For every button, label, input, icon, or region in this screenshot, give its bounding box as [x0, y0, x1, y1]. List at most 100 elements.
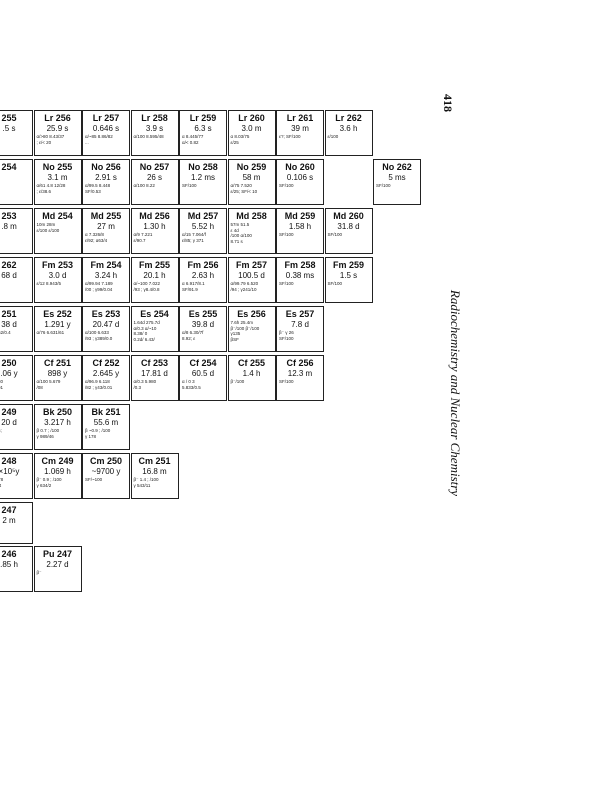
- nuclide-symbol: Fm 257: [235, 260, 268, 270]
- decay-data: β⁻/100: [230, 379, 245, 384]
- half-life: 2 m: [2, 516, 16, 525]
- half-life: 58 m: [242, 173, 261, 182]
- decay-data: α/15 7.064/f ε/85; γ 371: [182, 232, 206, 243]
- half-life: ×10⁵y: [0, 467, 20, 476]
- decay-data: SF/100: [279, 281, 294, 286]
- half-life: 55.6 m: [93, 418, 119, 427]
- half-life: 5 ms: [388, 173, 406, 182]
- decay-data: α/9 7.221 ε/90.7: [133, 232, 153, 243]
- half-life: 26 s: [146, 173, 163, 182]
- decay-data: SF/100: [182, 183, 197, 188]
- half-life: 39.8 d: [191, 320, 215, 329]
- half-life: 100.5 d: [238, 271, 265, 280]
- half-life: 68 d: [1, 271, 17, 280]
- nuclide-cell: 246.85 h/100: [0, 546, 33, 592]
- decay-data: β⁻ 0.9 ; /100 γ 634/2: [36, 477, 62, 488]
- nuclide-symbol: Fm 255: [138, 260, 171, 270]
- decay-data: SF/100: [327, 232, 343, 237]
- nuclide-cell: 250.06 y2 6.030 40/0.01: [0, 355, 33, 401]
- nuclide-symbol: 251: [1, 309, 17, 319]
- decay-data: 7.6h 25.4m β⁻/100 β⁻/100 γ135 βSF: [230, 320, 260, 342]
- nuclide-symbol: Es 252: [43, 309, 72, 319]
- decay-data: 1.64d 275.7d α/0.3 α/~10 8.38/ 0 0.2d/ 6…: [133, 320, 160, 342]
- decay-data: α/>80 8.43/37 ; ε/< 20: [36, 134, 65, 145]
- nuclide-symbol: Lr 257: [92, 113, 120, 123]
- half-life: 31.8 d: [337, 222, 360, 231]
- nuclide-symbol: No 258: [188, 162, 218, 172]
- decay-data: α / 0 3 5.833/0.5: [182, 379, 201, 390]
- decay-data: α 8.03/75 ε/25: [230, 134, 250, 145]
- nuclide-symbol: Cm 250: [89, 456, 123, 466]
- half-life: 898 y: [47, 369, 68, 378]
- nuclide-symbol: Es 256: [237, 309, 266, 319]
- half-life: 3.24 h: [94, 271, 118, 280]
- nuclide-symbol: Lr 256: [44, 113, 71, 123]
- decay-data: ε/12 8.943/5: [36, 281, 62, 286]
- half-life: 20 d: [1, 418, 17, 427]
- half-life: 2.91 s: [95, 173, 117, 182]
- nuclide-symbol: 262: [1, 260, 17, 270]
- nuclide-symbol: Cf 251: [43, 358, 71, 368]
- decay-data: SF/100: [279, 183, 294, 188]
- nuclide-symbol: 246: [1, 549, 17, 559]
- nuclide-symbol: 255: [1, 113, 17, 123]
- half-life: 2.63 h: [191, 271, 215, 280]
- half-life: 3.217 h: [44, 418, 71, 427]
- decay-data: α/~100 7.022 /93 ; γ8.4/0.8: [133, 281, 161, 292]
- nuclide-symbol: Bk 251: [91, 407, 121, 417]
- nuclide-symbol: 249: [1, 407, 17, 417]
- decay-data: ε/100: [327, 134, 339, 139]
- nuclide-cell: 25455 s 8.10 ε,SF: [0, 159, 33, 205]
- decay-data: α/61 4.8 12/28 ; ε/38.6: [36, 183, 66, 194]
- nuclide-symbol: Cf 256: [286, 358, 314, 368]
- half-life: 0.106 s: [286, 173, 314, 182]
- decay-data: α/99.5 8.448 SF/0.53: [85, 183, 111, 194]
- nuclide-symbol: No 255: [42, 162, 73, 172]
- nuclide-symbol: Fm 254: [90, 260, 122, 270]
- decay-data: β⁻ γ 26 SF/100: [279, 330, 294, 341]
- nuclide-symbol: Bk 250: [42, 407, 73, 417]
- decay-data: SF/100: [376, 183, 391, 188]
- nuclide-symbol: Es 255: [188, 309, 218, 319]
- half-life: 38 d: [1, 320, 17, 329]
- nuclide-symbol: 253: [1, 211, 17, 221]
- decay-data: /100: [0, 570, 32, 576]
- decay-data: α/75 7.520 ε/25; SF/< 10: [230, 183, 258, 194]
- decay-data: 2 6.030 40/0.01: [0, 379, 4, 390]
- nuclide-cell: 248×10⁵yα 5.078 SF/8.4: [0, 453, 33, 499]
- decay-data: SF/~100: [85, 477, 103, 482]
- half-life: 6.3 s: [194, 124, 212, 133]
- nuclide-symbol: Fm 256: [187, 260, 219, 270]
- half-life: 39 m: [291, 124, 309, 133]
- nuclide-cell: 255.5 s37/60 .30 .c: [0, 110, 33, 156]
- decay-data: ε?; SF/100: [279, 134, 301, 139]
- decay-data: α 6.462/0.4 6.5: [0, 330, 11, 335]
- nuclide-symbol: 247: [1, 505, 17, 515]
- half-life: 0.38 ms: [285, 271, 315, 280]
